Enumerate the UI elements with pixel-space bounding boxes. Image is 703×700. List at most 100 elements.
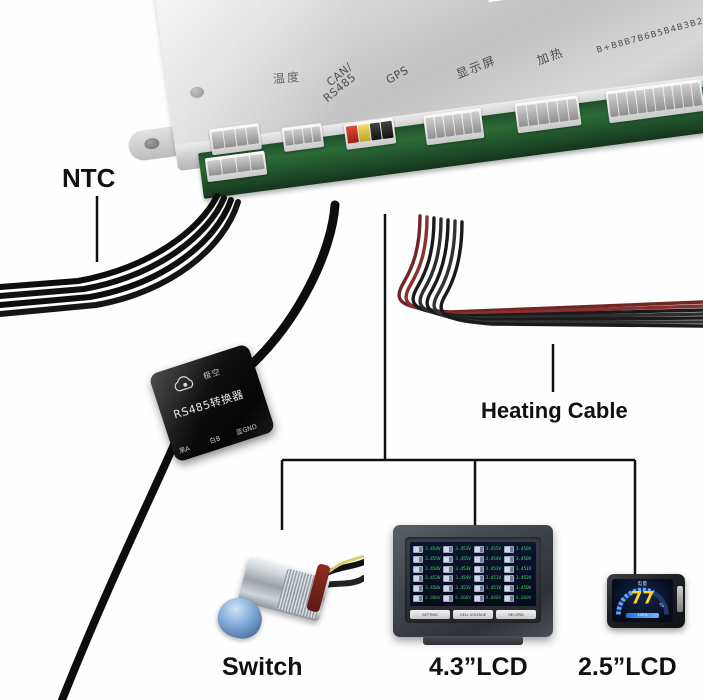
gauge-bar-label: 100% [637, 613, 648, 617]
lcd-cell-readout: 3.450V [503, 555, 533, 564]
battery-icon [443, 565, 454, 573]
lcd-25-side-button[interactable] [677, 586, 683, 612]
lcd-cell-voltage: 0.000V [485, 596, 502, 602]
battery-icon [503, 565, 514, 573]
lcd-43-bezel: 3.454V 3.453V 3.455V 3.450V 3.455V 3.455V 3.45… [405, 537, 541, 623]
battery-icon [503, 585, 514, 593]
lcd-cell-readout: 3.454V [413, 565, 442, 574]
lcd-cell-readout: 3.454V [413, 545, 442, 554]
battery-icon [473, 585, 484, 593]
rs485-terminal-b: 白B [208, 434, 222, 446]
battery-icon [413, 595, 423, 603]
battery-icon [473, 565, 484, 573]
lcd-cell-voltage: 3.450V [515, 546, 532, 552]
lcd-cell-readout: 0.000V [413, 594, 442, 603]
lcd-43-device[interactable]: 3.454V 3.453V 3.455V 3.450V 3.455V 3.455V 3.45… [393, 525, 553, 645]
lcd-cell-voltage: 3.454V [485, 556, 502, 562]
lcd-cell-readout: 3.451V [473, 574, 503, 583]
callout-heating-cable: Heating Cable [481, 398, 628, 423]
lcd-cell-voltage: 3.453V [455, 586, 471, 592]
device-caption-lcd-25: 2.5”LCD [578, 653, 677, 681]
lcd-43-button[interactable]: CELL VOLTAGE [453, 610, 493, 619]
rs485-terminal-gnd: 蓝GND [235, 422, 259, 437]
lcd-cell-readout: 3.450V [503, 584, 533, 593]
lcd-cell-voltage: 3.450V [425, 586, 441, 592]
lcd-cell-readout: 3.455V [443, 555, 472, 564]
lcd-cell-readout: 3.453V [443, 584, 472, 593]
lcd-cell-voltage: 3.453V [455, 546, 471, 552]
lcd-cell-voltage: 3.454V [425, 566, 441, 572]
lcd-cell-readout: 0.000V [473, 594, 503, 603]
gauge-value: 77 [630, 588, 655, 609]
battery-icon [413, 545, 423, 553]
lcd-cell-voltage: 3.451V [485, 586, 502, 592]
battery-icon [443, 585, 454, 593]
lcd-cell-readout: 3.453V [473, 565, 503, 574]
lcd-cell-voltage: 3.453V [515, 576, 532, 582]
rs485-model-label: RS485转换器 [172, 387, 246, 422]
lcd-cell-voltage: 0.000V [425, 596, 441, 602]
gauge-unit: % [659, 603, 664, 609]
lcd-cell-voltage: 0.000V [515, 596, 532, 602]
lcd-cell-voltage: 3.454V [455, 576, 471, 582]
battery-icon [473, 555, 484, 563]
lcd-43-stand [423, 636, 523, 645]
lcd-cell-readout: 3.451V [473, 584, 503, 593]
lcd-43-button[interactable]: RECORD [496, 610, 536, 619]
lcd-cell-readout: 3.454V [473, 555, 503, 564]
callout-ntc: NTC [62, 163, 116, 193]
battery-icon [413, 585, 423, 593]
battery-icon [443, 575, 454, 583]
lcd-cell-voltage: 3.451V [485, 576, 502, 582]
lcd-cell-readout: 3.451V [503, 565, 533, 574]
battery-icon [473, 595, 484, 603]
lcd-cell-readout: 3.453V [503, 574, 533, 583]
battery-icon [413, 555, 423, 563]
lcd-cell-readout: 3.453V [443, 545, 472, 554]
battery-icon [473, 545, 484, 553]
lcd-cell-readout: 3.455V [413, 555, 442, 564]
lcd-43-screen[interactable]: 3.454V 3.453V 3.455V 3.450V 3.455V 3.455V 3.45… [410, 542, 536, 606]
lcd-cell-voltage: 3.450V [515, 586, 532, 592]
battery-icon [413, 575, 423, 583]
battery-icon [503, 555, 514, 563]
battery-icon [503, 595, 514, 603]
gauge-arc-icon [616, 587, 669, 615]
battery-icon [443, 595, 454, 603]
lcd-25-device[interactable]: 电量 77 % 100% [607, 574, 685, 628]
switch-device[interactable] [213, 548, 364, 644]
lcd-43-button[interactable]: SETTING [410, 610, 450, 619]
device-caption-switch: Switch [222, 653, 303, 681]
lcd-25-screen[interactable]: 电量 77 % 100% [612, 579, 673, 622]
battery-icon [443, 545, 454, 553]
battery-icon [503, 545, 514, 553]
battery-icon [503, 575, 514, 583]
lcd-cell-voltage: 3.454V [425, 546, 441, 552]
lcd-cell-voltage: 3.453V [485, 566, 502, 572]
rs485-brand: 极空 [202, 367, 223, 382]
lcd-cell-voltage: 3.453V [425, 576, 441, 582]
gauge-progress-bar: 100% [626, 613, 659, 618]
lcd-cell-readout: 0.000V [443, 594, 472, 603]
lcd-cell-readout: 3.453V [413, 574, 442, 583]
lcd-cell-voltage: 3.451V [515, 566, 532, 572]
lcd-cell-readout: 0.000V [503, 594, 533, 603]
lcd-cell-voltage: 3.455V [455, 556, 471, 562]
lcd-cell-readout: 3.454V [443, 574, 472, 583]
lcd-cell-readout: 3.453V [443, 565, 472, 574]
lcd-cell-voltage: 3.453V [455, 566, 471, 572]
battery-icon [473, 575, 484, 583]
lcd-cell-voltage: 3.455V [485, 546, 502, 552]
battery-icon [413, 565, 423, 573]
lcd-cell-voltage: 3.450V [515, 556, 532, 562]
rs485-converter-module[interactable]: 极空 RS485转换器 黑A 白B 蓝GND [148, 343, 276, 463]
lcd-cell-voltage: 3.455V [425, 556, 441, 562]
gauge-top-label: 电量 [637, 582, 648, 587]
lcd-cell-voltage: 0.000V [455, 596, 471, 602]
device-caption-lcd-43: 4.3”LCD [429, 653, 528, 681]
battery-icon [443, 555, 454, 563]
lcd-cell-readout: 3.455V [473, 545, 503, 554]
